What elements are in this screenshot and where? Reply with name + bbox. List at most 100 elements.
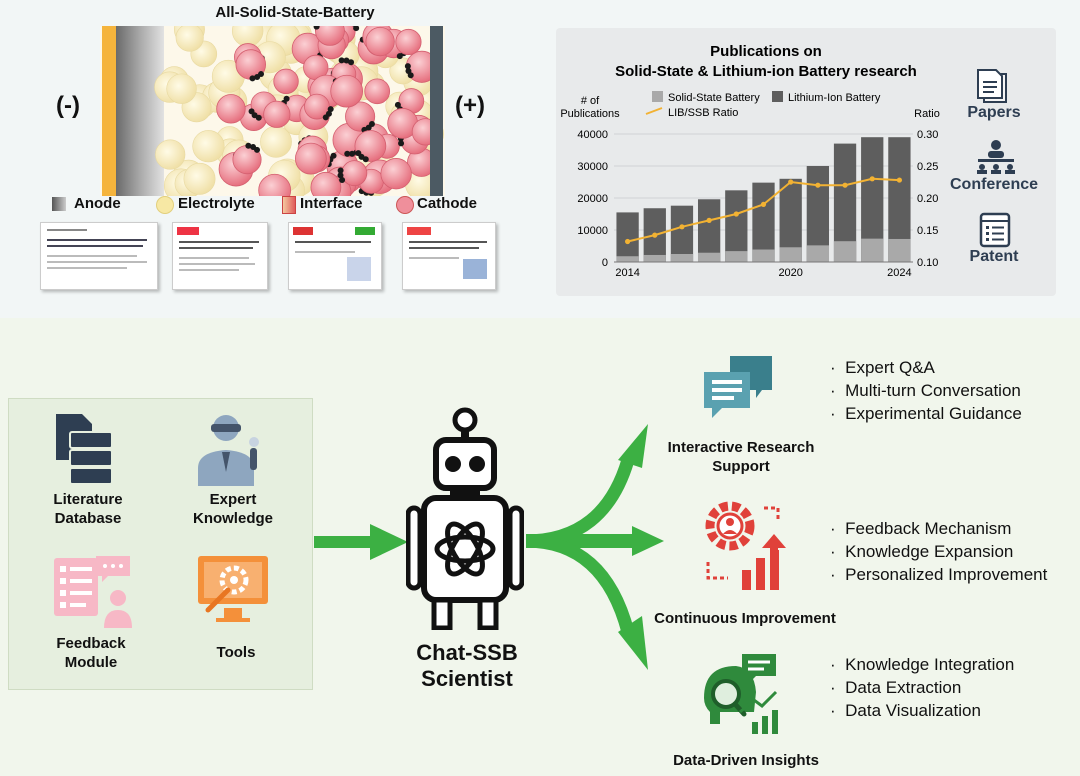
bullet-item: · Feedback Mechanism — [830, 519, 1012, 538]
cathode-swatch — [396, 196, 414, 214]
interface-coating — [338, 57, 345, 64]
insights-icon — [696, 652, 780, 736]
paper-thumbnail-electrolyte — [172, 222, 268, 290]
legend-swatch-lib — [772, 91, 783, 102]
bar-lithium-ion — [725, 190, 748, 262]
cathode-particle — [216, 94, 246, 124]
x-tick-label: 2014 — [615, 267, 639, 279]
electrolyte-swatch — [156, 196, 174, 214]
interface-coating — [353, 26, 360, 32]
cathode-particle — [258, 173, 292, 196]
legend-electrolyte: Electrolyte — [178, 195, 255, 212]
y2-tick-label: 0.10 — [917, 257, 938, 269]
legend-label-ssb: Solid-State Battery — [668, 92, 760, 104]
y-tick-label: 40000 — [577, 129, 608, 141]
y2-tick-label: 0.25 — [917, 161, 938, 173]
bullet-item: · Knowledge Expansion — [830, 542, 1014, 561]
chat-bubbles-icon — [700, 352, 776, 428]
interface-coating — [283, 95, 290, 102]
interface-coating — [396, 53, 403, 60]
ratio-point — [652, 232, 658, 238]
conference-label: Conference — [949, 176, 1039, 193]
patent-icon — [978, 212, 1014, 248]
bar-lithium-ion — [861, 137, 884, 262]
bar-lithium-ion — [752, 182, 775, 262]
electrolyte-particle — [166, 73, 197, 104]
bar-solid-state — [833, 241, 857, 262]
battery-legend: Anode Electrolyte Interface Cathode — [52, 194, 492, 216]
bar-lithium-ion — [779, 178, 802, 262]
interface-coating — [249, 75, 256, 82]
papers-label: Papers — [967, 104, 1021, 121]
ratio-point — [760, 201, 767, 207]
literature-database-label: Literature Database — [53, 491, 123, 527]
y-tick-label: 20000 — [577, 193, 608, 205]
legend-anode: Anode — [74, 195, 121, 212]
interface-coating — [344, 150, 351, 157]
ratio-point — [624, 238, 631, 245]
interface-coating — [349, 150, 356, 157]
bar-solid-state — [670, 254, 694, 262]
feedback-icon — [52, 552, 134, 630]
legend-label-ratio: LIB/SSB Ratio — [668, 107, 738, 119]
paper-thumbnail-interface — [288, 222, 382, 290]
bar-solid-state — [888, 238, 911, 262]
papers-icon — [972, 68, 1022, 104]
y2-axis-label: Ratio — [914, 108, 940, 120]
cathode-particle — [330, 74, 364, 108]
current-collector-right — [430, 26, 443, 196]
tools-label: Tools — [216, 644, 256, 661]
bullet-item: · Personalized Improvement — [830, 565, 1048, 584]
bar-solid-state — [697, 252, 721, 262]
chat-ssb-scientist-label: Chat-SSB Scientist — [416, 640, 518, 691]
ai-knot-icon — [434, 521, 496, 577]
interface-coating — [337, 167, 344, 174]
battery-cross-section — [100, 26, 445, 196]
output-arrows — [525, 424, 664, 670]
database-icon — [52, 412, 118, 486]
bullet-item: · Multi-turn Conversation — [830, 381, 1021, 400]
interface-coating — [398, 140, 405, 147]
bullet-item: · Expert Q&A — [830, 358, 935, 377]
y2-tick-label: 0.20 — [917, 193, 938, 205]
tools-icon — [194, 552, 272, 624]
interface-coating — [330, 152, 337, 159]
cathode-particle — [354, 130, 387, 162]
interface-coating — [254, 146, 261, 153]
paper-thumbnail-anode — [40, 222, 158, 290]
legend-interface: Interface — [300, 195, 363, 212]
ratio-point — [788, 179, 794, 185]
data-driven-insights-label: Data-Driven Insights — [673, 752, 819, 769]
insights-bullets: · Knowledge Integration · Data Extractio… — [830, 655, 1014, 724]
electrolyte-particle — [192, 130, 225, 163]
cathode-particle — [380, 158, 412, 190]
interface-coating — [355, 150, 362, 157]
conference-icon — [974, 138, 1018, 174]
bar-lithium-ion — [697, 199, 721, 262]
ratio-point — [733, 211, 739, 217]
ratio-point — [842, 182, 848, 188]
bullet-item: · Knowledge Integration — [830, 655, 1015, 674]
electrolyte-particle — [175, 26, 204, 52]
input-arrow — [314, 524, 408, 560]
cathode-particle — [364, 78, 391, 105]
bar-solid-state — [725, 251, 748, 262]
battery-title: All-Solid-State-Battery — [215, 4, 375, 21]
cathode-particle — [273, 68, 299, 95]
interface-coating — [348, 59, 355, 66]
ratio-point — [679, 224, 685, 230]
improvement-icon — [694, 498, 794, 594]
bullet-item: · Data Visualization — [830, 701, 981, 720]
bar-solid-state — [861, 238, 884, 262]
electrolyte-particle — [260, 125, 292, 158]
interface-coating — [339, 176, 346, 183]
current-collector-left — [102, 26, 116, 196]
ratio-point — [815, 182, 821, 188]
chart-title-line-2: Solid-State & Lithium-ion Battery resear… — [615, 63, 917, 80]
cathode-particle — [295, 142, 327, 175]
continuous-improvement-label: Continuous Improvement — [654, 610, 836, 627]
y2-tick-label: 0.15 — [917, 225, 938, 237]
cathode-particle — [345, 101, 376, 132]
legend-swatch-ratio — [645, 107, 663, 115]
interface-coating — [337, 172, 344, 179]
